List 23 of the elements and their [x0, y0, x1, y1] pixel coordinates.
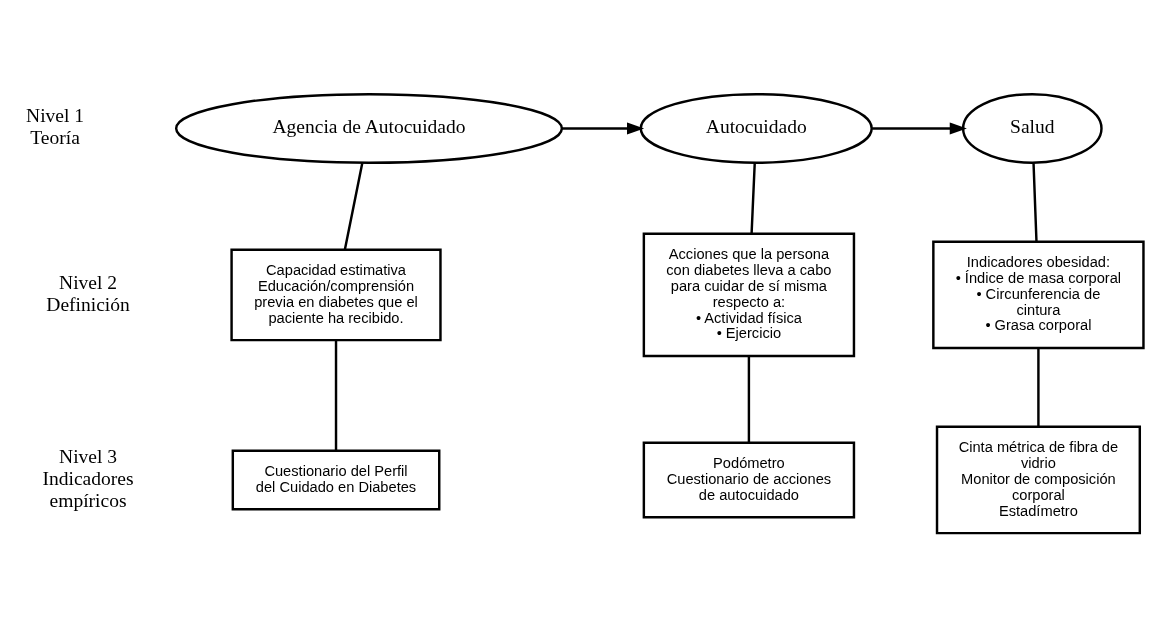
connector — [1037, 347, 1040, 427]
connector — [750, 162, 756, 234]
connector — [334, 339, 338, 450]
label: Indicadores empíricos — [42, 467, 134, 511]
label: Teoría — [30, 126, 80, 148]
connector — [747, 355, 751, 442]
label: Nivel 3 — [59, 445, 118, 467]
node-box: Indicadores obesidad: • Índice de masa corporal • Circunferencia de cintura • Grasa corporal — [932, 240, 1145, 349]
connector — [343, 162, 364, 250]
node-box: Capacidad estimativa Educación/comprensión previa en diabetes que el paciente ha recibido. — [230, 248, 442, 341]
arrow — [561, 121, 645, 134]
node-box: Cuestionario del Perfil del Cuidado en Diabetes — [231, 448, 441, 510]
label: Nivel 1 — [26, 104, 85, 126]
node-box: Podómetro Cuestionario de acciones de autocuidado — [642, 441, 856, 518]
node-ellipse: Agencia de Autocuidado — [174, 92, 564, 164]
label: Nivel 2 — [59, 271, 118, 293]
node-box: Cinta métrica de fibra de vidrio Monitor de composición corporal Estadímetro — [935, 425, 1141, 534]
label: Definición — [46, 293, 130, 315]
node-ellipse: Autocuidado — [639, 92, 873, 164]
connector — [1032, 162, 1038, 242]
node-box: Acciones que la persona con diabetes lleva a cabo para cuidar de sí misma respecto a: • Actividad física • Ejercicio — [642, 232, 856, 357]
arrow — [872, 121, 967, 134]
node-ellipse: Salud — [961, 92, 1103, 164]
